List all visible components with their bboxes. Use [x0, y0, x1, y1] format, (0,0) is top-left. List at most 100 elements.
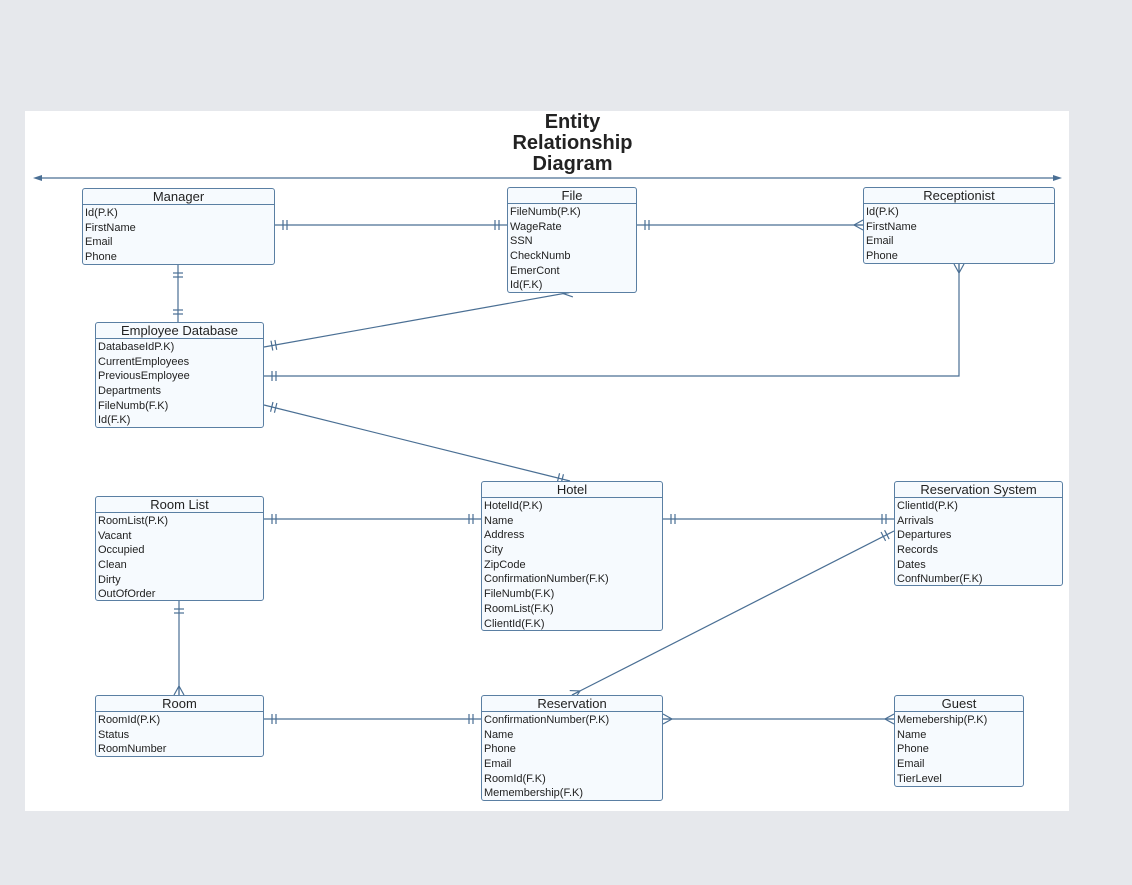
- crows-foot-marker: [958, 263, 965, 274]
- entity-field: Email: [866, 235, 894, 248]
- entity-field: SSN: [510, 235, 533, 248]
- entity-field: CurrentEmployees: [98, 355, 190, 368]
- entity-reservation-system[interactable]: Reservation System ClientId(P.K) Arrivals…: [894, 481, 1063, 586]
- entity-field: RoomList(P.K): [98, 515, 169, 527]
- entity-name: File: [508, 188, 636, 204]
- crows-foot-marker: [662, 713, 673, 720]
- crows-foot-marker: [178, 685, 185, 696]
- entity-field: Id(P.K): [866, 206, 899, 218]
- entity-field: RoomNumber: [98, 743, 167, 756]
- entity-field: Id(P.K): [85, 207, 118, 219]
- entity-field: Arrivals: [897, 514, 934, 527]
- entity-field: DatabaseIdP.K): [98, 341, 175, 353]
- entity-field: Occupied: [98, 544, 145, 557]
- entity-name: Manager: [83, 189, 274, 205]
- crows-foot-marker: [853, 219, 864, 226]
- one-and-only-one-marker: [269, 401, 274, 412]
- crows-foot-marker: [884, 713, 895, 720]
- entity-field: Address: [484, 529, 525, 542]
- entity-field: Memembership(F.K): [484, 787, 584, 800]
- entity-field: ZipCode: [484, 558, 526, 571]
- one-and-only-one-marker: [270, 340, 274, 351]
- crows-foot-marker: [884, 718, 895, 725]
- entity-field: TierLevel: [897, 772, 942, 785]
- entity-field: WageRate: [510, 220, 562, 233]
- entity-field: ConfNumber(F.K): [897, 573, 983, 586]
- entity-field: City: [484, 544, 503, 557]
- one-and-only-one-marker: [884, 529, 890, 540]
- entity-field: Email: [897, 758, 925, 771]
- connector-line: [263, 291, 573, 348]
- entity-field: PreviousEmployee: [98, 370, 190, 383]
- connector-line: [264, 264, 960, 377]
- entity-field: Vacant: [98, 529, 132, 542]
- entity-field: RoomId(P.K): [98, 714, 161, 726]
- entity-name: Receptionist: [864, 188, 1054, 204]
- entity-field: Records: [897, 544, 938, 557]
- entity-field: RoomId(F.K): [484, 772, 546, 785]
- entity-name: Room List: [96, 497, 263, 513]
- entity-field: ConfirmationNumber(F.K): [484, 573, 609, 586]
- one-and-only-one-marker: [274, 339, 278, 350]
- entity-field: Email: [484, 758, 512, 771]
- entity-field: Dirty: [98, 573, 121, 586]
- entity-field: Phone: [897, 743, 929, 756]
- crows-foot-marker: [662, 718, 673, 725]
- one-and-only-one-marker: [880, 531, 887, 542]
- crows-foot-marker: [562, 293, 574, 298]
- entity-name: Reservation System: [895, 482, 1062, 498]
- entity-field: OutOfOrder: [98, 588, 156, 601]
- entity-field: FirstName: [866, 220, 917, 233]
- entity-field: FileNumb(P.K): [510, 206, 581, 218]
- entity-field: Phone: [866, 250, 898, 263]
- entity-field: ConfirmationNumber(P.K): [484, 714, 610, 726]
- entity-field: Id(F.K): [510, 279, 543, 292]
- crows-foot-marker: [953, 263, 960, 274]
- entity-field: Status: [98, 728, 130, 741]
- entity-field: FileNumb(F.K): [484, 588, 555, 601]
- entity-field: Name: [484, 514, 514, 527]
- entity-employee-database[interactable]: Employee Database DatabaseIdP.K) CurrentE…: [95, 322, 264, 428]
- right-arrowhead: [1053, 175, 1062, 181]
- crows-foot-marker: [173, 685, 180, 696]
- entity-field: HotelId(P.K): [484, 500, 543, 512]
- entity-field: EmerCont: [510, 264, 560, 277]
- one-and-only-one-marker: [273, 402, 278, 413]
- entity-field: Name: [484, 728, 514, 741]
- entity-field: FirstName: [85, 221, 136, 234]
- crows-foot-marker: [853, 224, 864, 231]
- entity-name: Employee Database: [96, 323, 263, 339]
- entity-name: Room: [96, 696, 263, 712]
- entity-field: ClientId(F.K): [484, 617, 545, 630]
- entity-field: Name: [897, 728, 927, 741]
- entity-name: Hotel: [482, 482, 662, 498]
- connector-line: [263, 404, 571, 482]
- entity-name: Reservation: [482, 696, 662, 712]
- entity-field: Email: [85, 236, 113, 249]
- connector-line: [571, 530, 895, 696]
- entity-field: RoomList(F.K): [484, 602, 554, 615]
- entity-field: Dates: [897, 558, 926, 571]
- entity-field: CheckNumb: [510, 250, 571, 263]
- crows-foot-marker: [571, 690, 581, 696]
- entity-field: ClientId(P.K): [897, 500, 958, 512]
- entity-name: Guest: [895, 696, 1023, 712]
